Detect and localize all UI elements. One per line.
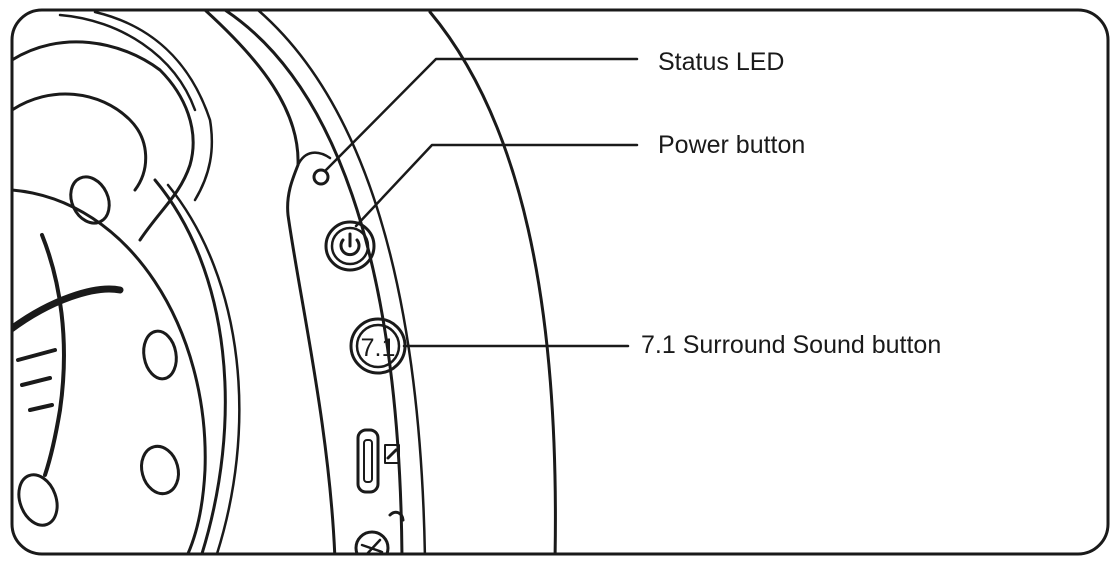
mic-icon (386, 448, 398, 460)
headband-outer (12, 40, 195, 242)
earcup-outer-arc (428, 10, 557, 554)
vent-hole (140, 444, 180, 496)
headband-band-left (58, 13, 197, 112)
surround-button-text: 7.1 (361, 334, 396, 362)
vent-hole (69, 175, 111, 225)
control-strip-edge (256, 10, 427, 554)
control-strip-left-edge (203, 10, 337, 554)
usb-port (356, 428, 380, 494)
mic-icon-small (388, 510, 405, 522)
brand-logo-swoosh (12, 285, 124, 334)
usb-port-inner (363, 439, 373, 483)
callout-status-led: Status LED (658, 48, 785, 76)
callout-surround-button: 7.1 Surround Sound button (641, 331, 942, 359)
audio-jack (354, 530, 390, 554)
vent-hole (17, 473, 59, 527)
control-strip-notch (296, 151, 332, 167)
earcup-plate-arc-1 (12, 188, 207, 554)
power-button-outer (324, 220, 376, 272)
power-icon-arc (339, 238, 361, 257)
surround-button-inner (355, 323, 401, 369)
status-led-icon (312, 168, 330, 186)
headband-inner (12, 92, 148, 192)
mic-icon-box (384, 444, 400, 464)
earcup-plate-arc-2 (153, 178, 227, 554)
earcup-plate-arc-3 (166, 183, 241, 554)
leader-status-led (324, 57, 639, 172)
brand-logo-stroke (40, 233, 66, 477)
power-button-inner (330, 226, 370, 266)
earcup-inner-arc (223, 10, 404, 554)
vent-hole (142, 329, 178, 381)
callout-power-button: Power button (658, 131, 806, 159)
frame-border (10, 8, 1110, 556)
brand-logo-bar (28, 403, 54, 412)
brand-logo-bar (16, 348, 57, 362)
headband-band-top (93, 10, 214, 202)
brand-logo-bar (20, 376, 52, 387)
leader-power-button (354, 143, 639, 228)
